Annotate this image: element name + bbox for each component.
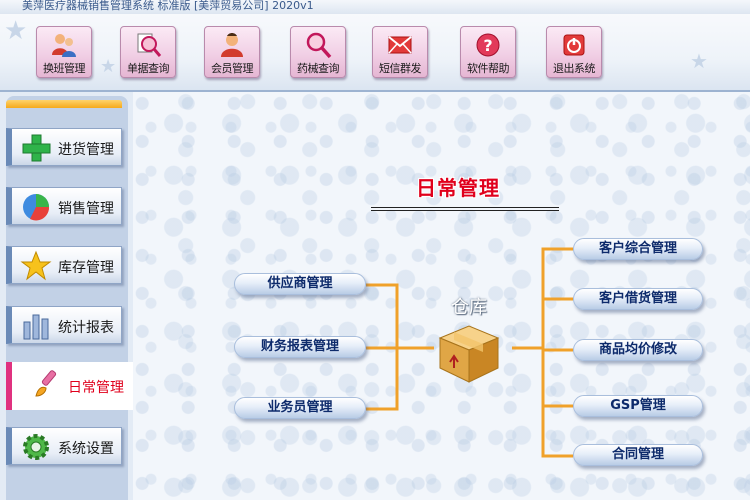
financial-report-management-button[interactable]: 财务报表管理	[234, 336, 366, 358]
medical-device-query-label: 药械查询	[297, 62, 340, 75]
sidebar-item-label: 系统设置	[58, 441, 114, 457]
customer-loan-management-label: 客户借货管理	[598, 291, 677, 306]
sms-broadcast-label: 短信群发	[379, 62, 422, 75]
gear-icon	[23, 434, 49, 460]
toolbar: ★ ★ ★ 换班管理 单据查询 会员管理 药械查询	[0, 14, 750, 92]
window-title: 美萍医疗器械销售管理系统 标准版 [美萍贸易公司] 2020v1	[22, 0, 314, 12]
exit-system-button[interactable]: 退出系统	[546, 26, 602, 78]
title-underline	[371, 207, 559, 208]
magnifier-doc-icon	[137, 33, 162, 57]
sidebar-item-label: 库存管理	[58, 260, 114, 276]
page-title: 日常管理	[416, 176, 500, 200]
software-help-button[interactable]: ? 软件帮助	[460, 26, 516, 78]
plus-icon	[22, 134, 51, 162]
sms-broadcast-button[interactable]: 短信群发	[372, 26, 428, 78]
sidebar-item-label: 销售管理	[58, 201, 114, 217]
shift-handover-label: 换班管理	[43, 62, 86, 75]
title-underline	[371, 210, 559, 211]
sidebar-item-reports[interactable]: 统计报表	[6, 306, 122, 344]
document-query-label: 单据查询	[127, 62, 170, 75]
sidebar-item-inventory[interactable]: 库存管理	[6, 246, 122, 284]
sidebar-item-sales[interactable]: 销售管理	[6, 187, 122, 225]
sidebar-item-system-settings[interactable]: 系统设置	[6, 427, 122, 465]
svg-text:?: ?	[483, 36, 492, 55]
customer-management-label: 客户综合管理	[598, 241, 677, 256]
supplier-management-label: 供应商管理	[267, 276, 333, 291]
sidebar-item-daily-management[interactable]: 日常管理	[6, 362, 133, 410]
customer-loan-management-button[interactable]: 客户借货管理	[573, 288, 703, 310]
sidebar-item-label: 进货管理	[58, 142, 114, 158]
window-title-bar: 美萍医疗器械销售管理系统 标准版 [美萍贸易公司] 2020v1	[0, 0, 750, 14]
shift-handover-button[interactable]: 换班管理	[36, 26, 92, 78]
envelope-icon	[388, 36, 412, 54]
decor-star-icon: ★	[690, 49, 708, 73]
warehouse-box-icon[interactable]	[436, 322, 502, 384]
salesperson-management-button[interactable]: 业务员管理	[234, 397, 366, 419]
sidebar-top-accent	[6, 100, 122, 108]
member-management-button[interactable]: 会员管理	[204, 26, 260, 78]
sidebar-item-label: 统计报表	[58, 320, 114, 336]
magnifier-icon	[306, 32, 332, 59]
sidebar-item-purchase[interactable]: 进货管理	[6, 128, 122, 166]
brush-icon	[35, 370, 57, 397]
software-help-label: 软件帮助	[467, 62, 510, 75]
warehouse-label: 仓库	[451, 297, 487, 318]
contract-management-label: 合同管理	[611, 447, 664, 462]
decor-star-icon: ★	[100, 56, 117, 77]
people-swap-icon	[52, 34, 76, 57]
contract-management-button[interactable]: 合同管理	[573, 444, 703, 466]
bar-chart-icon	[23, 314, 49, 340]
pie-chart-icon	[23, 194, 50, 221]
help-icon: ?	[476, 33, 500, 57]
sidebar-item-label: 日常管理	[68, 380, 124, 396]
star-icon	[20, 250, 52, 281]
supplier-management-button[interactable]: 供应商管理	[234, 273, 366, 295]
power-icon	[563, 34, 585, 56]
average-price-edit-button[interactable]: 商品均价修改	[573, 339, 703, 361]
member-management-label: 会员管理	[211, 62, 254, 75]
exit-system-label: 退出系统	[553, 62, 596, 75]
gsp-management-label: GSP管理	[610, 398, 666, 413]
gsp-management-button[interactable]: GSP管理	[573, 395, 703, 417]
customer-management-button[interactable]: 客户综合管理	[573, 238, 703, 260]
financial-report-management-label: 财务报表管理	[260, 339, 339, 354]
medical-device-query-button[interactable]: 药械查询	[290, 26, 346, 78]
salesperson-management-label: 业务员管理	[267, 400, 333, 415]
decor-star-icon: ★	[4, 16, 28, 46]
document-query-button[interactable]: 单据查询	[120, 26, 176, 78]
average-price-edit-label: 商品均价修改	[598, 342, 677, 357]
member-icon	[221, 33, 243, 57]
